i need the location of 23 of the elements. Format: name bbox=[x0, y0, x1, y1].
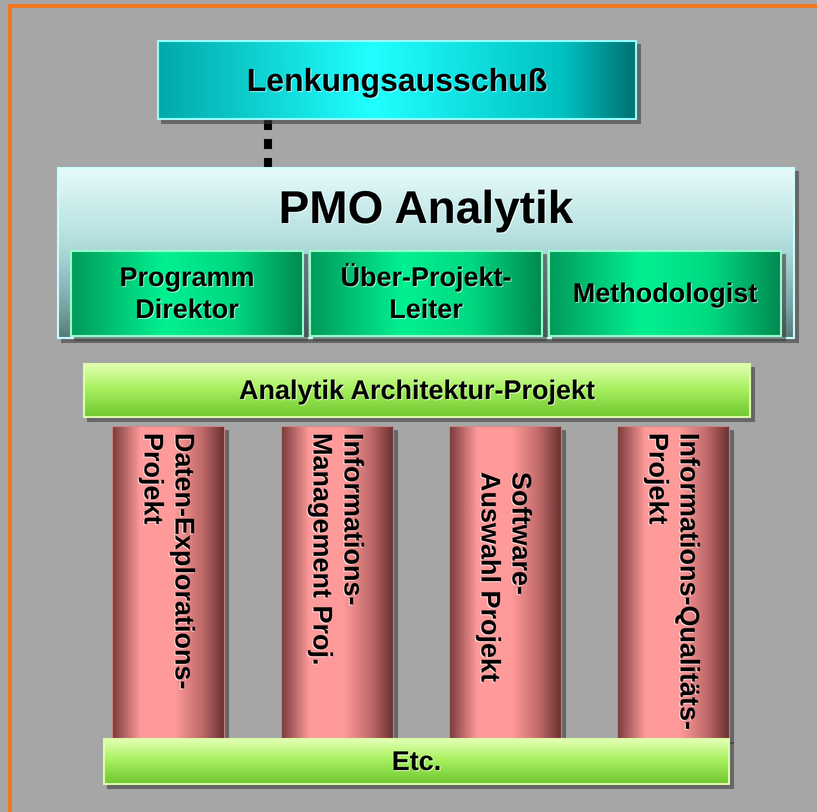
node-label: Daten-Explorations-Projekt bbox=[138, 433, 200, 692]
role-box bbox=[309, 250, 543, 337]
node-label: Lenkungsausschuß bbox=[246, 62, 548, 98]
node-label: Informations-Qualitäts-Projekt bbox=[642, 433, 705, 732]
node-label: PMO Analytik bbox=[278, 181, 574, 234]
node-label: Analytik Architektur-Projekt bbox=[238, 374, 596, 406]
committee-box bbox=[157, 40, 637, 120]
node-label: Software-Auswahl Projekt bbox=[474, 472, 537, 684]
node-label: Programm Direktor bbox=[118, 262, 256, 325]
node-label: Über-Projekt-Leiter bbox=[339, 262, 513, 325]
node-label: Informations-Management Proj. bbox=[306, 433, 369, 668]
node-label: Etc. bbox=[392, 746, 442, 778]
project-pillar bbox=[617, 426, 730, 740]
project-pillar bbox=[281, 426, 394, 740]
connector-line bbox=[264, 120, 272, 167]
etc-bar bbox=[103, 738, 730, 785]
office-panel bbox=[57, 167, 795, 339]
project-pillar bbox=[449, 426, 562, 740]
role-box bbox=[548, 250, 782, 337]
role-box bbox=[70, 250, 304, 337]
node-label: Methodologist bbox=[572, 278, 758, 310]
project-pillar bbox=[112, 426, 225, 740]
architecture-bar bbox=[83, 363, 751, 418]
